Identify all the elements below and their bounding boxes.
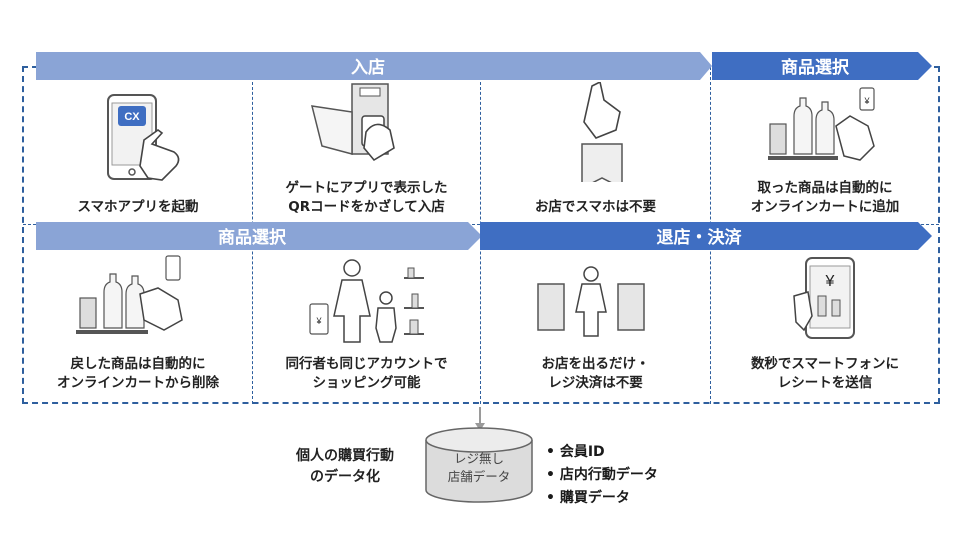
exit-gate-icon	[537, 266, 645, 337]
qr-gate-icon	[310, 83, 395, 162]
small-phone-mark: ¥	[863, 96, 870, 106]
shelf-return-icon	[76, 255, 183, 334]
caption-auto-remove: 戻した商品は自動的にオンラインカートから削除	[57, 356, 219, 391]
down-arrow-icon	[475, 407, 485, 431]
caption-walk-out: お店を出るだけ・レジ決済は不要	[541, 356, 650, 391]
family-icon: ¥	[309, 259, 424, 343]
svg-text:¥: ¥	[315, 316, 322, 326]
phone-screen-text: CX	[124, 111, 140, 123]
smartphone-tap-icon: CX	[107, 94, 180, 181]
banner-entry: 入店	[351, 57, 385, 78]
banner-select-bottom-arrow	[36, 222, 482, 250]
caption-auto-add: 取った商品は自動的にオンラインカートに追加	[750, 180, 900, 215]
banner-exit: 退店・決済	[656, 227, 742, 248]
caption-no-phone: お店でスマホは不要	[534, 199, 657, 215]
caption-companion: 同行者も同じアカウントでショッピング可能	[285, 356, 448, 391]
bullet-item: 購買データ	[546, 487, 658, 510]
caption-receipt: 数秒でスマートフォンにレシートを送信	[750, 356, 900, 391]
receipt-phone-icon: ¥	[793, 257, 855, 339]
database-label: レジ無し店舗データ	[447, 451, 511, 484]
database-icon	[425, 427, 533, 503]
shelf-pick-icon: ¥	[768, 87, 875, 161]
banner-entry-arrow	[36, 52, 712, 80]
banner-exit-arrow	[480, 222, 932, 250]
bullet-item: 会員ID	[546, 441, 658, 464]
banner-select-top: 商品選択	[781, 57, 849, 78]
banner-select-top-arrow	[712, 52, 932, 80]
data-label: 個人の購買行動のデータ化	[296, 448, 394, 485]
data-bullet-list: 会員ID 店内行動データ 購買データ	[546, 441, 658, 510]
hand-bag-icon	[581, 82, 623, 182]
bullet-item: 店内行動データ	[546, 464, 658, 487]
caption-app-launch: スマホアプリを起動	[77, 199, 199, 215]
banner-select-bottom: 商品選択	[218, 227, 286, 248]
receipt-mark: ¥	[825, 273, 835, 290]
